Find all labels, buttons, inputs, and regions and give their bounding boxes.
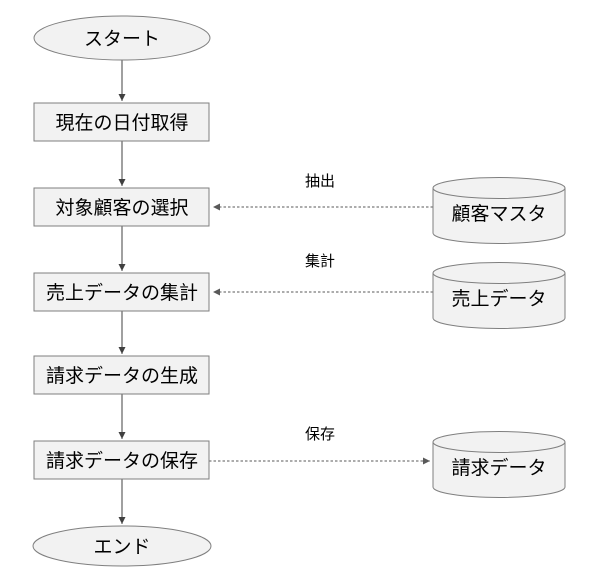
edge-label-save: 保存 — [305, 425, 335, 443]
generate-billing-label: 請求データの生成 — [46, 365, 198, 387]
node-aggregate-sales: 売上データの集計 — [33, 272, 210, 312]
billing-data-cylinder-top-arc — [432, 441, 566, 453]
select-customers-label: 対象顧客の選択 — [55, 197, 188, 219]
sales-data-cylinder-top-arc — [432, 272, 566, 284]
node-sales-data-db: 売上データ — [432, 262, 566, 329]
billing-data-cylinder — [432, 431, 566, 498]
node-generate-billing: 請求データの生成 — [33, 355, 210, 395]
edge-label-aggregate: 集計 — [305, 252, 335, 270]
generate-billing-process-box — [33, 355, 210, 395]
start-label: スタート — [84, 28, 160, 50]
save-billing-label: 請求データの保存 — [46, 450, 198, 472]
sales-data-cylinder — [432, 262, 566, 329]
node-select-customers: 対象顧客の選択 — [33, 187, 210, 227]
node-get-date: 現在の日付取得 — [33, 102, 210, 142]
customer-master-cylinder-top-arc — [432, 187, 566, 199]
edge-label-extract: 抽出 — [305, 172, 335, 190]
billing-data-label: 請求データ — [451, 457, 546, 479]
aggregate-sales-process-box — [33, 272, 210, 312]
save-billing-process-box — [33, 440, 210, 480]
node-customer-master-db: 顧客マスタ — [432, 177, 566, 244]
aggregate-sales-label: 売上データの集計 — [46, 282, 198, 304]
node-save-billing: 請求データの保存 — [33, 440, 210, 480]
data-link-edges — [209, 203, 433, 465]
end-label: エンド — [93, 536, 150, 558]
get-date-label: 現在の日付取得 — [55, 112, 188, 134]
node-billing-data-db: 請求データ — [432, 431, 566, 498]
node-end: エンド — [32, 525, 212, 567]
get-date-process-box — [33, 102, 210, 142]
customer-master-label: 顧客マスタ — [451, 203, 546, 225]
start-terminator-ellipse — [33, 15, 211, 61]
select-customers-process-box — [33, 187, 210, 227]
end-terminator-ellipse — [32, 525, 212, 567]
node-start: スタート — [33, 15, 211, 61]
customer-master-cylinder — [432, 177, 566, 244]
sales-data-label: 売上データ — [451, 288, 546, 310]
